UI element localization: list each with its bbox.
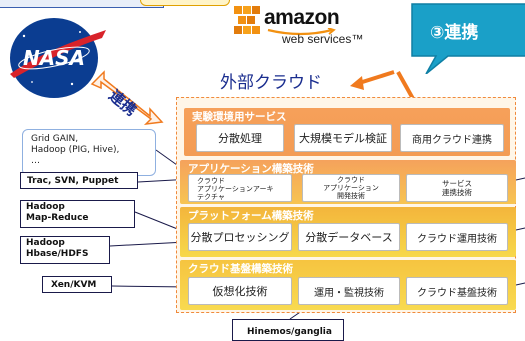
cell-cloud-app-architecture: クラウド アプリケーションアーキ テクチャ (188, 174, 292, 202)
note-hadoop-hbase: Hadoop Hbase/HDFS (20, 236, 110, 264)
callout-text: ③連携 (430, 23, 479, 43)
cell-distributed-processing-tech: 分散プロセッシング (188, 223, 292, 251)
cell-large-model-verification: 大規模モデル検証 (294, 124, 392, 152)
aws-cubes-icon (234, 6, 260, 34)
cell-distributed-database: 分散データベース (298, 223, 400, 251)
note-grid-hadoop: Grid GAIN, Hadoop (PIG, Hive), … (22, 129, 156, 176)
cell-commercial-cloud-link: 商用クラウド連携 (400, 124, 504, 152)
callout-bubble (411, 3, 525, 74)
layer-title: クラウド基盤構築技術 (188, 263, 293, 275)
cell-operation-monitoring: 運用・監視技術 (298, 277, 400, 305)
cell-distributed-processing: 分散処理 (196, 124, 284, 152)
layer-experimental-services: 実験環境用サービス 分散処理 大規模モデル検証 商用クラウド連携 (184, 108, 510, 156)
layer-title: アプリケーション構築技術 (188, 163, 314, 175)
note-hadoop-mapreduce: Hadoop Map-Reduce (20, 200, 135, 228)
layer-title: プラットフォーム構築技術 (188, 210, 314, 222)
note-xen-kvm: Xen/KVM (42, 276, 112, 293)
cell-service-integration: サービス 連携技術 (406, 174, 508, 202)
layer-application-building: アプリケーション構築技術 クラウド アプリケーションアーキ テクチャ クラウド … (180, 160, 516, 204)
aws-wordmark: web services™ (282, 32, 364, 46)
amazon-smile-icon (267, 28, 336, 36)
external-cloud-label: 外部クラウド (220, 73, 322, 93)
nasa-logo: NASA (10, 18, 106, 98)
layer-title: 実験環境用サービス (192, 111, 287, 123)
nasa-link-arrow (90, 70, 164, 126)
cell-virtualization: 仮想化技術 (188, 277, 292, 305)
note-trac-svn-puppet: Trac, SVN, Puppet (20, 172, 138, 189)
amazon-wordmark: amazon (264, 6, 340, 29)
cell-cloud-operation: クラウド運用技術 (406, 223, 508, 251)
nasa-wordmark: NASA (23, 46, 85, 70)
layer-platform-building: プラットフォーム構築技術 分散プロセッシング 分散データベース クラウド運用技術 (180, 207, 516, 257)
amazon-web-services-logo: amazon web services™ (218, 0, 376, 54)
cell-cloud-infra-tech: クラウド基盤技術 (406, 277, 508, 305)
cell-cloud-app-development: クラウド アプリケーション 開発技術 (302, 174, 400, 202)
layer-cloud-infrastructure: クラウド基盤構築技術 仮想化技術 運用・監視技術 クラウド基盤技術 (180, 260, 516, 310)
